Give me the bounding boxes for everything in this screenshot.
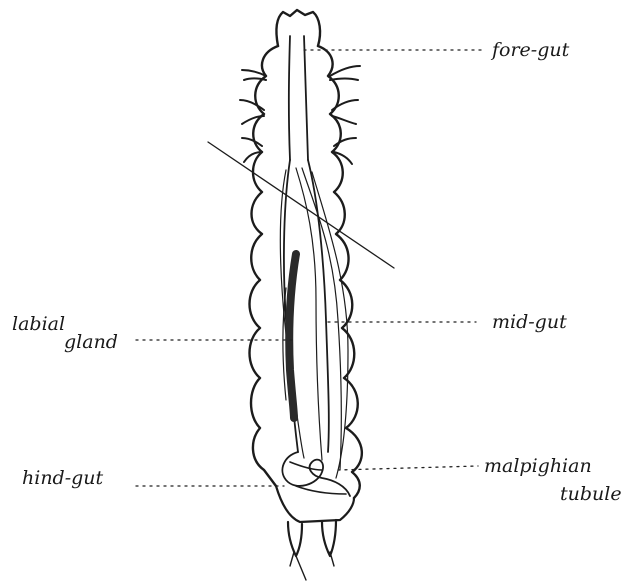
leader-lines: [136, 50, 486, 486]
labial-gland-label-line2: gland: [64, 331, 118, 353]
labial-gland-label-line1: labial: [12, 313, 65, 335]
malpighian-label-line1: malpighian: [484, 455, 592, 477]
malpighian-label-line2: tubule: [560, 483, 622, 505]
mid-gut-label: mid-gut: [492, 311, 567, 333]
hind-gut-label: hind-gut: [22, 467, 104, 489]
section-line: [208, 142, 394, 268]
fore-gut-label: fore-gut: [490, 39, 570, 61]
